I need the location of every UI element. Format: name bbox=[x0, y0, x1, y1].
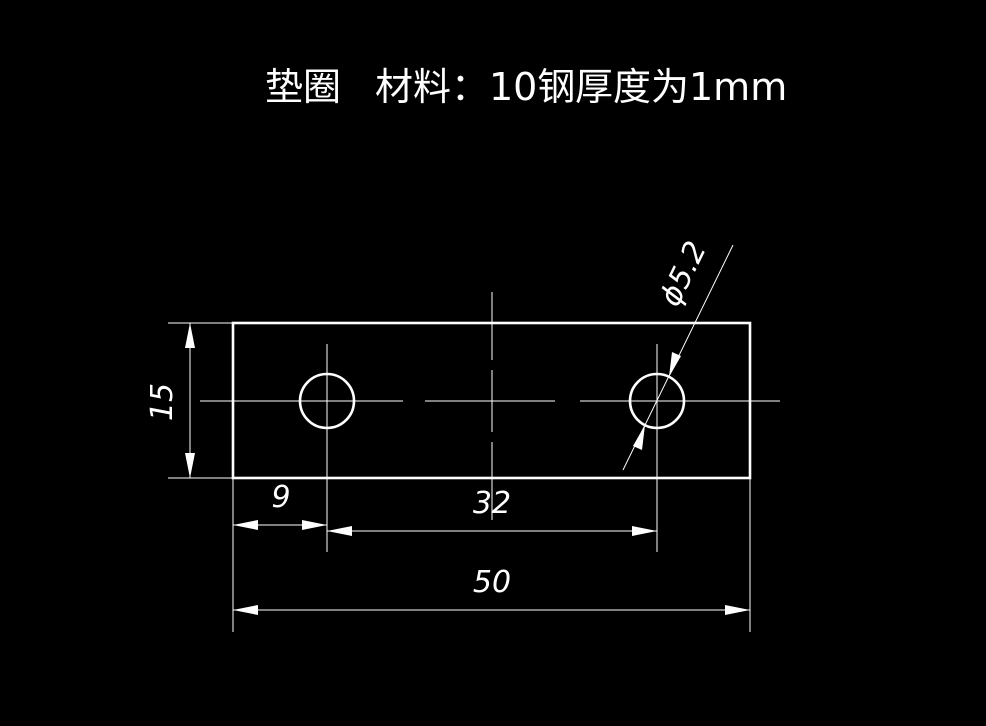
length-dimension: 50 bbox=[233, 478, 751, 632]
title-material: 材料：10钢 bbox=[375, 65, 575, 109]
title-part-name: 垫圈 bbox=[265, 65, 341, 109]
spacing-dimension-value: 32 bbox=[473, 486, 511, 521]
height-dimension-value: 15 bbox=[145, 383, 180, 421]
spacing-dimension: 32 bbox=[327, 486, 657, 536]
length-arrow-right bbox=[725, 605, 750, 615]
offset-dimension-value: 9 bbox=[271, 480, 290, 515]
offset-arrow-left bbox=[233, 520, 258, 530]
center-lines bbox=[200, 292, 780, 552]
offset-arrow-right bbox=[302, 520, 327, 530]
spacing-arrow-left bbox=[327, 526, 352, 536]
height-arrow-top bbox=[185, 323, 195, 348]
height-dimension: 15 bbox=[145, 322, 233, 479]
length-dimension-value: 50 bbox=[473, 565, 511, 600]
title-thickness: 厚度为1mm bbox=[575, 65, 787, 109]
diameter-arrow-top bbox=[669, 352, 681, 377]
length-arrow-left bbox=[233, 605, 258, 615]
diameter-dimension: ϕ5.2 bbox=[622, 236, 734, 471]
offset-dimension: 9 bbox=[232, 478, 327, 632]
height-arrow-bottom bbox=[185, 453, 195, 478]
spacing-arrow-right bbox=[632, 526, 657, 536]
diameter-arrow-bottom bbox=[633, 425, 645, 450]
drawing-title: 垫圈 材料：10钢 厚度为1mm bbox=[265, 65, 787, 109]
diameter-dimension-value: ϕ5.2 bbox=[653, 236, 714, 312]
